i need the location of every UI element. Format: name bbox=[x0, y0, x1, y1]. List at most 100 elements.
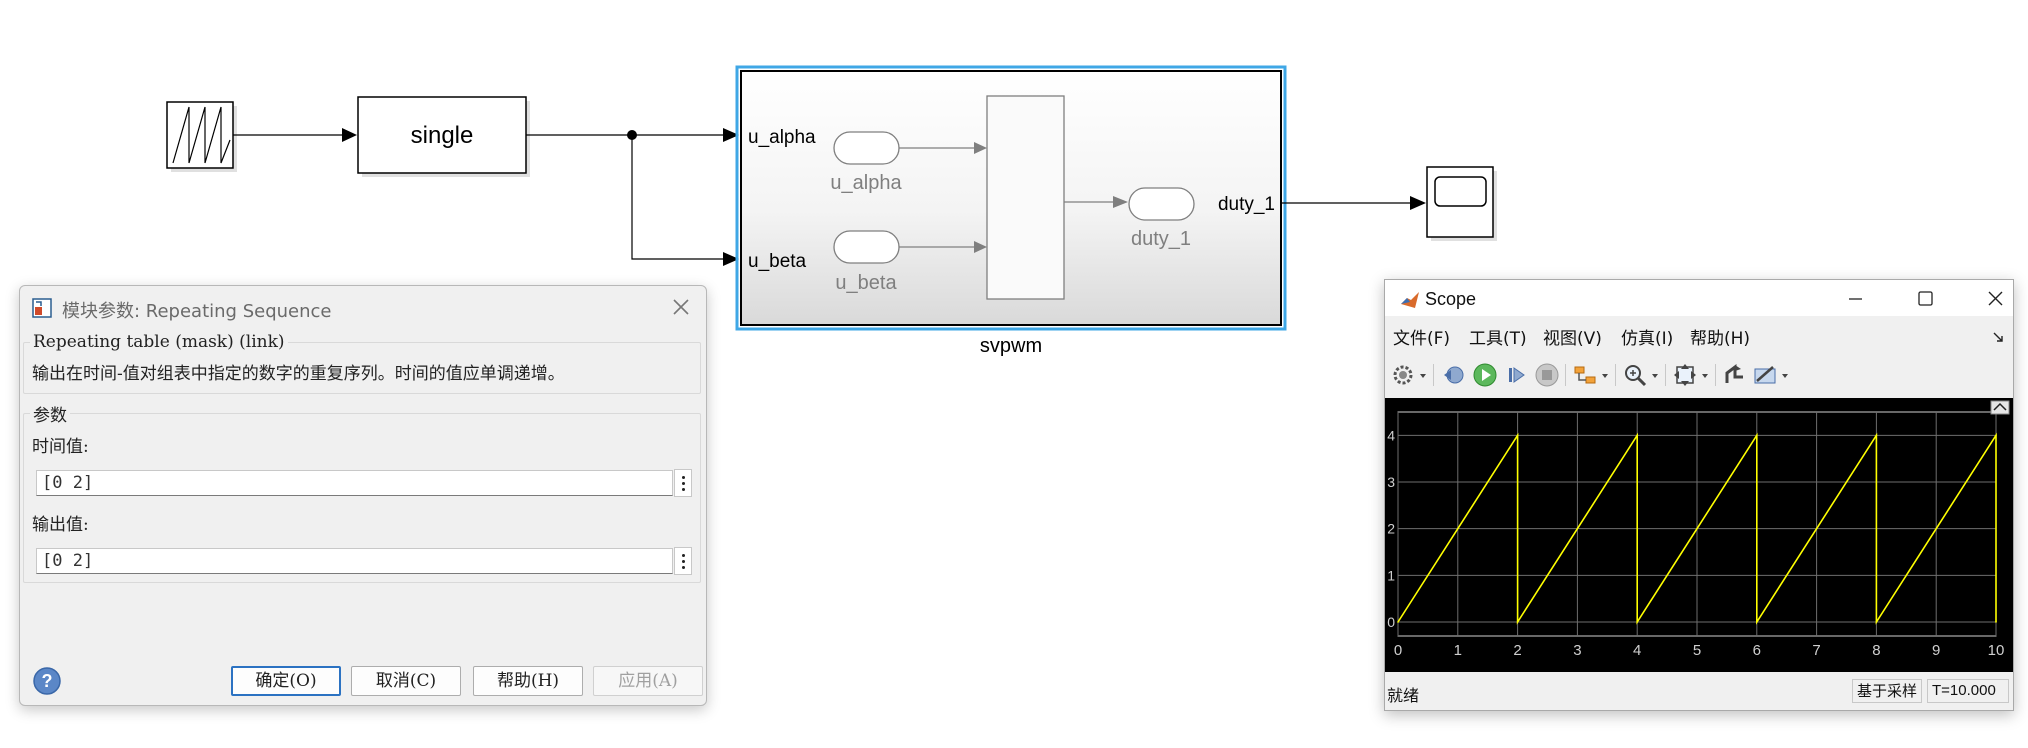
scope-window: Scope 文件(F) 工具(T) 视图(V) 仿真(I) 帮助(H) bbox=[1384, 279, 2014, 711]
output-values-more-icon[interactable] bbox=[674, 547, 692, 575]
cancel-button[interactable]: 取消(C) bbox=[351, 666, 461, 696]
apply-button[interactable]: 应用(A) bbox=[593, 666, 703, 696]
single-block-label: single bbox=[411, 122, 474, 149]
matlab-icon bbox=[1401, 292, 1419, 308]
scope-block[interactable] bbox=[1426, 166, 1497, 241]
scope-titlebar[interactable]: Scope bbox=[1385, 280, 2013, 316]
signal-highlight-icon[interactable] bbox=[1571, 361, 1599, 389]
menu-simulation[interactable]: 仿真(I) bbox=[1621, 329, 1674, 349]
series-point bbox=[1636, 434, 1638, 437]
help-button[interactable]: 帮助(H) bbox=[473, 666, 583, 696]
series-point bbox=[1756, 434, 1758, 437]
goto-block-duty-1 bbox=[1128, 187, 1195, 221]
step-forward-icon[interactable] bbox=[1502, 361, 1530, 389]
mask-description-group bbox=[23, 342, 701, 394]
x-tick-label: 2 bbox=[1513, 642, 1521, 659]
expand-plot-icon[interactable] bbox=[1990, 400, 2010, 415]
simulink-block-icon bbox=[32, 298, 52, 318]
step-back-icon[interactable] bbox=[1440, 361, 1468, 389]
series-point bbox=[1756, 621, 1758, 623]
signal-line-single-to-svpwm[interactable] bbox=[526, 128, 739, 266]
measurements-icon[interactable] bbox=[1751, 361, 1779, 389]
output-values-label: 输出值: bbox=[32, 515, 89, 535]
y-tick-label: 0 bbox=[1387, 614, 1395, 630]
single-conversion-block[interactable]: single bbox=[357, 96, 530, 177]
parameters-group-legend: 参数 bbox=[30, 401, 70, 426]
y-tick-label: 2 bbox=[1387, 521, 1395, 537]
zoom-dropdown-icon[interactable] bbox=[1650, 361, 1660, 389]
y-tick-label: 3 bbox=[1387, 474, 1395, 490]
mask-description-text: 输出在时间-值对组表中指定的数字的重复序列。时间的值应单调递增。 bbox=[32, 364, 565, 384]
port-label-u-alpha: u_alpha bbox=[748, 127, 816, 148]
minimize-icon[interactable] bbox=[1835, 284, 1875, 314]
time-values-label: 时间值: bbox=[32, 437, 89, 457]
goto-block-duty-1-label: duty_1 bbox=[1131, 228, 1191, 250]
measurements-dropdown-icon[interactable] bbox=[1780, 361, 1790, 389]
trigger-icon[interactable] bbox=[1721, 361, 1749, 389]
scope-statusbar: 就绪 基于采样 T=10.000 bbox=[1385, 676, 2013, 708]
series-point bbox=[1875, 434, 1878, 437]
repeating-sequence-block[interactable] bbox=[166, 101, 237, 172]
dialog-title: 模块参数: Repeating Sequence bbox=[62, 301, 332, 322]
from-block-u-beta bbox=[833, 230, 900, 264]
menu-help[interactable]: 帮助(H) bbox=[1690, 329, 1751, 349]
scope-toolbar bbox=[1385, 358, 2013, 394]
parameters-group bbox=[23, 413, 701, 583]
y-tick-label: 1 bbox=[1387, 567, 1395, 583]
dock-arrow-icon[interactable] bbox=[1991, 330, 2005, 344]
dialog-titlebar[interactable]: 模块参数: Repeating Sequence bbox=[20, 286, 706, 326]
x-tick-label: 10 bbox=[1988, 642, 2005, 659]
svg-text:?: ? bbox=[42, 671, 53, 691]
port-label-duty-1: duty_1 bbox=[1218, 194, 1275, 215]
menu-file[interactable]: 文件(F) bbox=[1393, 329, 1451, 349]
zoom-in-icon[interactable] bbox=[1621, 361, 1649, 389]
x-tick-label: 9 bbox=[1932, 642, 1940, 659]
signal-line-svpwm-to-scope[interactable] bbox=[1281, 196, 1426, 210]
autoscale-icon[interactable] bbox=[1671, 361, 1699, 389]
x-tick-label: 6 bbox=[1753, 642, 1761, 659]
internal-function-block bbox=[986, 95, 1065, 300]
status-ready: 就绪 bbox=[1387, 686, 1420, 705]
mask-group-legend: Repeating table (mask) (link) bbox=[30, 332, 288, 352]
time-values-field[interactable]: [0 2] bbox=[36, 470, 673, 496]
plot-trace bbox=[1397, 432, 1997, 625]
sawtooth-icon bbox=[172, 106, 231, 164]
maximize-icon[interactable] bbox=[1905, 284, 1945, 314]
x-tick-label: 3 bbox=[1573, 642, 1581, 659]
output-values-field[interactable]: [0 2] bbox=[36, 548, 673, 574]
signal-dropdown-icon[interactable] bbox=[1600, 361, 1610, 389]
ok-button[interactable]: 确定(O) bbox=[231, 666, 341, 696]
settings-gear-icon[interactable] bbox=[1389, 361, 1417, 389]
autoscale-dropdown-icon[interactable] bbox=[1700, 361, 1710, 389]
stop-icon[interactable] bbox=[1533, 361, 1561, 389]
block-parameters-dialog: 模块参数: Repeating Sequence Repeating table… bbox=[19, 285, 707, 706]
port-label-u-beta: u_beta bbox=[748, 251, 807, 272]
help-icon[interactable]: ? bbox=[32, 666, 62, 696]
x-tick-label: 8 bbox=[1872, 642, 1880, 659]
menu-tools[interactable]: 工具(T) bbox=[1469, 329, 1527, 349]
svpwm-subsystem-block[interactable]: u_alpha u_beta duty_1 u_alpha u_beta dut… bbox=[735, 65, 1287, 331]
from-block-u-alpha bbox=[833, 131, 900, 165]
series-point bbox=[1636, 621, 1638, 623]
x-tick-label: 4 bbox=[1633, 642, 1641, 659]
plot-grid bbox=[1397, 411, 1997, 637]
close-icon[interactable] bbox=[1975, 284, 2015, 314]
from-block-u-beta-label: u_beta bbox=[835, 272, 897, 294]
series-point bbox=[1516, 621, 1519, 623]
scope-title: Scope bbox=[1425, 289, 1477, 309]
signal-line-source-to-single[interactable] bbox=[233, 128, 357, 142]
close-icon[interactable] bbox=[666, 292, 696, 322]
scope-screen-icon bbox=[1434, 176, 1487, 207]
scope-menubar: 文件(F) 工具(T) 视图(V) 仿真(I) 帮助(H) bbox=[1385, 320, 2013, 350]
settings-dropdown-icon[interactable] bbox=[1418, 361, 1428, 389]
x-tick-label: 1 bbox=[1454, 642, 1462, 659]
time-values-more-icon[interactable] bbox=[674, 469, 692, 497]
series-point bbox=[1516, 434, 1519, 437]
menu-view[interactable]: 视图(V) bbox=[1543, 329, 1602, 349]
run-icon[interactable] bbox=[1471, 361, 1499, 389]
x-tick-label: 5 bbox=[1693, 642, 1701, 659]
simulation-time: T=10.000 bbox=[1927, 679, 2009, 703]
